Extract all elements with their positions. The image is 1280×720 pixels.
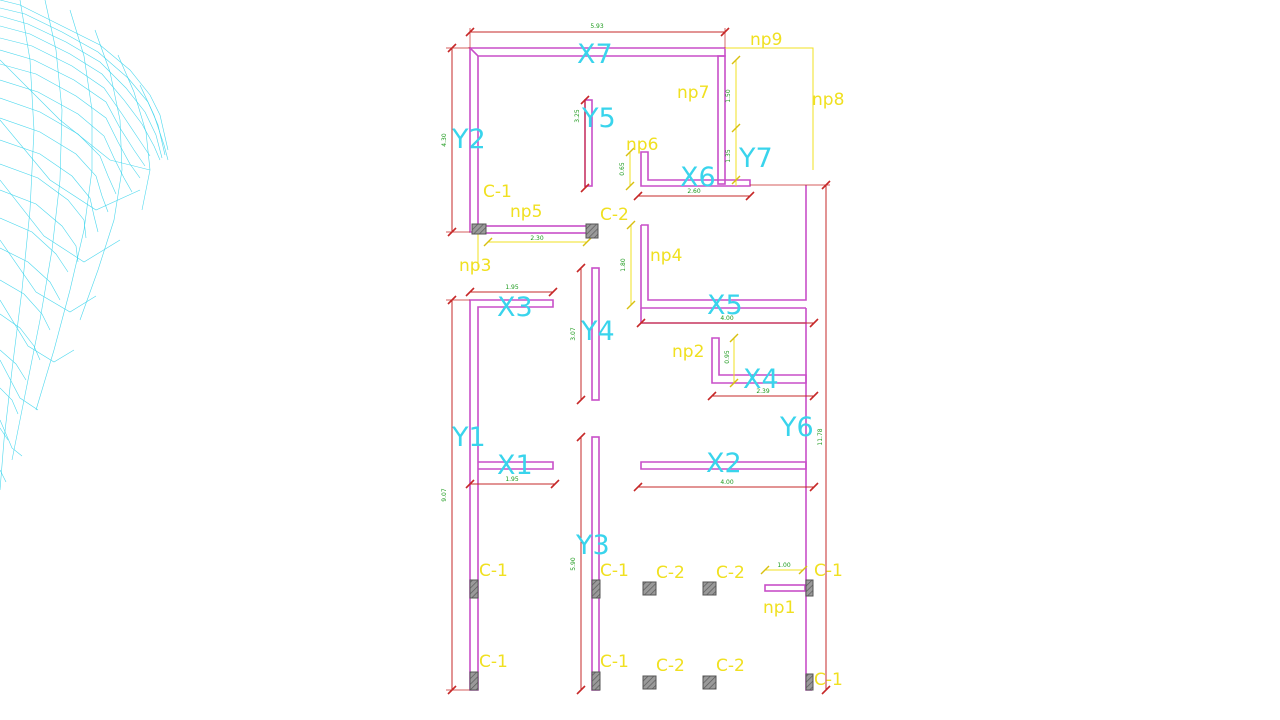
dim-y6-height: 11.78 [817,428,824,445]
np-label-np1: np1 [763,598,795,618]
dim-y2-height: 4.30 [441,133,448,147]
dim-x4-length: 2.39 [756,388,770,395]
wall-label-x2: X2 [706,448,742,479]
wall-label-x4: X4 [743,364,779,395]
np-label-np8: np8 [812,90,844,110]
dim-np5-length: 2.30 [530,235,544,242]
column-label: C-1 [600,561,629,581]
dim-y1-height: 9.07 [441,488,448,502]
wall-labels: X7 Y5 Y2 X6 Y7 X3 Y4 X5 X4 Y1 X1 X2 Y6 Y… [451,39,814,561]
dim-y3-height: 5.90 [570,557,577,571]
np-label-np4: np4 [650,246,682,266]
np-label-np2: np2 [672,342,704,362]
dim-np6-height: 0.65 [619,162,626,176]
column-label: C-2 [656,656,685,676]
wireframe-mesh [0,0,169,491]
column-labels: C-1 C-2 C-1 C-1 C-2 C-2 C-1 C-1 C-1 C-2 … [479,182,843,690]
column-label: C-2 [716,656,745,676]
np-label-np7: np7 [677,83,709,103]
canopy-outline [477,47,814,575]
wall-label-y5: Y5 [581,103,616,134]
wall-label-y1: Y1 [451,422,486,453]
np-label-np9: np9 [750,30,782,50]
columns [469,223,814,691]
dimension-texts: 5.93 4.30 3.25 1.50 1.35 0.65 2.60 2.30 … [441,23,824,571]
column-label: C-1 [483,182,512,202]
column-label: C-2 [716,563,745,583]
wall-label-y6: Y6 [779,412,814,443]
dim-y5-height: 3.25 [574,109,581,123]
column-label: C-1 [814,561,843,581]
np-labels: np9 np8 np7 np6 np5 np4 np3 np2 np1 [459,30,844,618]
dim-np2-height: 0.95 [724,350,731,364]
dim-np4-height: 1.80 [620,258,627,272]
wall-label-x6: X6 [680,162,716,193]
dim-x3-length: 1.95 [505,284,519,291]
wall-label-x7: X7 [577,39,613,70]
wall-label-y3: Y3 [575,530,610,561]
dim-x1-length: 1.95 [505,476,519,483]
dimension-lines [446,27,831,695]
wall-label-x1: X1 [497,450,533,481]
np-label-np5: np5 [510,202,542,222]
dim-np7-upper: 1.50 [725,89,732,103]
dim-top-width: 5.93 [590,23,604,30]
np-label-np3: np3 [459,256,491,276]
wall-label-y7: Y7 [738,143,773,174]
column-label: C-1 [479,652,508,672]
column-label: C-2 [656,563,685,583]
column-label: C-2 [600,205,629,225]
wall-label-x3: X3 [497,292,533,323]
wall-label-y4: Y4 [580,316,615,347]
dim-x6-length: 2.60 [687,188,701,195]
dim-x5-length: 4.00 [720,315,734,322]
column-label: C-1 [479,561,508,581]
dim-y4-height: 3.07 [570,327,577,341]
dim-x2-length: 4.00 [720,479,734,486]
dim-np7-lower: 1.35 [725,149,732,163]
wall-label-x5: X5 [707,290,743,321]
wall-label-y2: Y2 [451,124,486,155]
np-label-np6: np6 [626,135,658,155]
column-label: C-1 [600,652,629,672]
column-label: C-1 [814,670,843,690]
dim-np1-length: 1.00 [777,562,791,569]
